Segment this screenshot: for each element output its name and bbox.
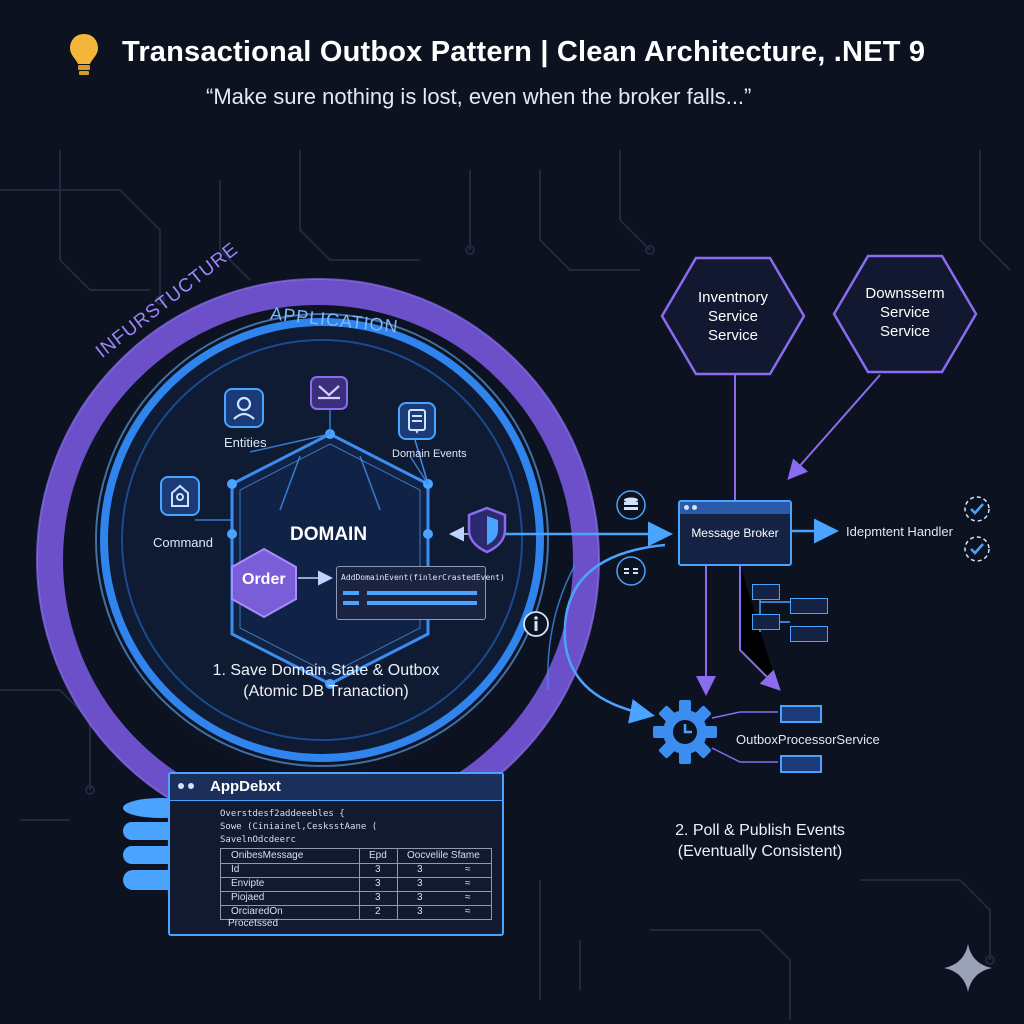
step1-line2: (Atomic DB Tranaction) (243, 683, 409, 700)
gear-icon (653, 700, 717, 764)
appdb-panel: AppDebxt Overstdesf2addeeebles { Sowe (C… (168, 772, 504, 936)
inventory-service-hexagon: Inventnory Service Service (660, 256, 806, 376)
queue-box (790, 598, 828, 614)
info-icon (522, 610, 550, 638)
step2-line2: (Eventually Consistent) (677, 843, 843, 860)
command-label: Command (153, 535, 213, 550)
order-label: Order (242, 571, 286, 588)
queue-box (752, 584, 780, 600)
appdb-code-line: Overstdesf2addeeebles { (220, 809, 345, 819)
command-icon (160, 476, 200, 516)
table-header-cell: Epd (369, 850, 387, 861)
lightbulb-icon (68, 32, 100, 78)
page-subtitle: “Make sure nothing is lost, even when th… (206, 84, 752, 109)
check-icon (962, 494, 992, 524)
queue-box (790, 626, 828, 642)
idempotent-handler-label: Idepmtent Handler (846, 524, 953, 539)
page-title: Transactional Outbox Pattern | Clean Arc… (122, 36, 926, 68)
queue-box (752, 614, 780, 630)
table-header-cell: Oocvelile Sfame (407, 850, 480, 861)
entities-label: Entities (224, 435, 267, 450)
appdb-code-line: Sowe (Ciniainel,CesksstΑane ( (220, 822, 378, 832)
step2-line1: 2. Poll & Publish Events (675, 822, 845, 839)
outbox-table: OnibesMessage Epd Oocvelile Sfame Id 3 3… (220, 848, 492, 920)
domain-label: DOMAIN (290, 524, 368, 545)
shield-icon (466, 506, 508, 554)
message-broker-box: Message Broker (678, 500, 792, 566)
appdb-title: AppDebxt (210, 778, 281, 795)
downstream-service-line1: Downsserm (865, 285, 945, 302)
link-small-icon (616, 556, 646, 586)
downstream-service-hexagon: Downsserm Service Service (832, 254, 978, 374)
table-header-cell: OnibesMessage (231, 850, 304, 861)
add-domain-event-panel: AddDomainEvent(finlerCrastedEvent) (336, 566, 505, 620)
table-footer: Procetssed (228, 918, 279, 929)
outbox-bar (780, 705, 822, 723)
circuit-traces (0, 150, 1011, 1020)
inventory-service-line2: Service (707, 308, 759, 325)
step1-line1: 1. Save Domain State & Outbox (212, 662, 440, 679)
order-hexagon (231, 547, 297, 619)
entities-icon (224, 388, 264, 428)
downstream-service-line2: Service (879, 304, 931, 321)
inbox-icon (310, 376, 348, 410)
domain-events-icon (398, 402, 436, 440)
check-icon (962, 534, 992, 564)
appdb-code-line: SavelnOdcdeerc (220, 835, 296, 845)
step2-caption: 2. Poll & Publish Events (Eventually Con… (640, 820, 880, 862)
outbox-bar (780, 755, 822, 773)
inventory-service-line1: Inventnory (697, 289, 769, 306)
add-domain-event-call: AddDomainEvent(finlerCrastedEvent) (341, 573, 505, 582)
inventory-service-line3: Service (707, 327, 759, 344)
downstream-service-line3: Service (879, 323, 931, 340)
database-small-icon (616, 490, 646, 520)
outbox-processor-label: OutboxProcessorService (736, 732, 880, 747)
sparkle-icon (944, 944, 992, 992)
step1-caption: 1. Save Domain State & Outbox (Atomic DB… (196, 660, 456, 702)
domain-events-label: Domain Events (392, 448, 467, 460)
message-broker-label: Message Broker (691, 526, 779, 540)
